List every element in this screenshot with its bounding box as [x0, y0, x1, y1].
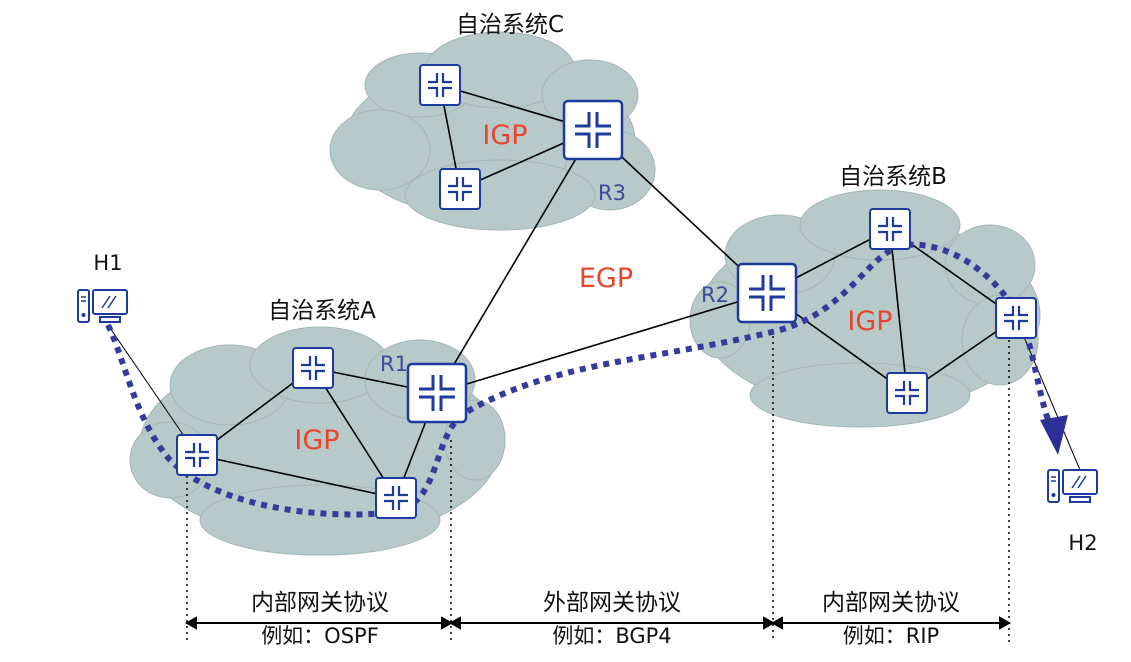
router-as-a-top — [292, 347, 334, 389]
router-r1 — [406, 362, 468, 424]
egp-label: EGP — [579, 263, 633, 294]
router-as-c-bottom — [439, 168, 481, 210]
router-as-c-top — [419, 64, 461, 106]
router-r3 — [562, 99, 624, 161]
igp-label-as-a: IGP — [294, 425, 339, 456]
host-h1-label: H1 — [93, 251, 122, 275]
segment-1-title: 内部网关协议 — [251, 590, 389, 616]
segment-3-example: 例如：RIP — [843, 624, 939, 648]
segment-dividers — [186, 330, 1010, 642]
router-r3-label: R3 — [598, 181, 626, 205]
segment-1-example: 例如：OSPF — [261, 624, 379, 648]
router-as-a-left — [176, 434, 218, 476]
segment-2-title: 外部网关协议 — [543, 590, 681, 616]
router-r2-label: R2 — [701, 283, 729, 307]
router-as-b-bottom — [886, 372, 928, 414]
igp-label-as-c: IGP — [482, 120, 527, 151]
segment-3-title: 内部网关协议 — [822, 590, 960, 616]
segment-2-example: 例如：BGP4 — [552, 624, 671, 648]
router-as-b-top — [869, 208, 911, 250]
router-as-b-right — [995, 297, 1037, 339]
igp-label-as-b: IGP — [847, 306, 892, 337]
route-path — [105, 241, 1053, 518]
segment-arrows — [184, 616, 1012, 630]
host-h2-computer-icon — [1047, 469, 1098, 503]
as-c-label: 自治系统C — [456, 12, 564, 38]
route-arrowhead — [1040, 415, 1068, 455]
as-a-label: 自治系统A — [268, 298, 376, 324]
as-b-label: 自治系统B — [839, 164, 947, 190]
router-as-a-bottom — [375, 477, 417, 519]
host-h2-label: H2 — [1068, 531, 1097, 555]
router-r1-label: R1 — [380, 352, 408, 376]
host-h1-computer-icon — [77, 289, 128, 323]
router-r2 — [736, 262, 798, 324]
